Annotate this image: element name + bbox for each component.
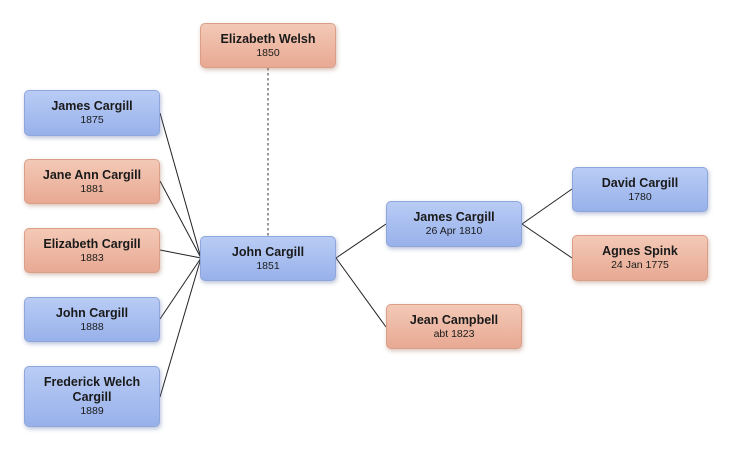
person-card-james-cargill-1810[interactable]: James Cargill 26 Apr 1810 (386, 201, 522, 247)
person-date: 1851 (256, 259, 280, 272)
person-name: James Cargill (51, 99, 133, 113)
child-connector-james (159, 112, 202, 259)
person-date: 1888 (80, 320, 104, 333)
person-card-jane-ann-cargill[interactable]: Jane Ann Cargill 1881 (24, 159, 160, 204)
person-name: Jane Ann Cargill (42, 167, 142, 182)
person-card-john-cargill-1851[interactable]: John Cargill 1851 (200, 236, 336, 281)
person-card-agnes-spink[interactable]: Agnes Spink 24 Jan 1775 (572, 235, 708, 281)
person-date: 1850 (256, 46, 280, 59)
person-name: Elizabeth Welsh (220, 31, 316, 46)
person-card-john-cargill-1888[interactable]: John Cargill 1888 (24, 297, 160, 342)
person-name: David Cargill (601, 175, 679, 190)
person-date: 1889 (80, 405, 104, 417)
person-date: 1881 (80, 182, 104, 195)
person-card-david-cargill[interactable]: David Cargill 1780 (572, 167, 708, 212)
person-date: 1875 (80, 114, 104, 126)
child-connector-john (159, 257, 202, 320)
mother-connector (335, 257, 387, 328)
father-connector (335, 223, 387, 259)
child-connector-elizabeth (159, 249, 202, 259)
child-connector-jane-ann (159, 180, 202, 259)
person-name: Elizabeth Cargill (43, 236, 141, 251)
person-card-jean-campbell[interactable]: Jean Campbell abt 1823 (386, 304, 522, 349)
grandfather-connector (521, 188, 573, 225)
person-name: Agnes Spink (602, 244, 678, 258)
person-name: John Cargill (55, 305, 129, 320)
person-name: James Cargill (413, 210, 495, 224)
person-name: Frederick Welch Cargill (43, 375, 141, 404)
person-card-elizabeth-welsh[interactable]: Elizabeth Welsh 1850 (200, 23, 336, 68)
person-date: 1883 (80, 251, 104, 264)
person-card-james-cargill-1875[interactable]: James Cargill 1875 (24, 90, 160, 136)
person-date: 1780 (628, 190, 652, 203)
person-name: John Cargill (231, 244, 305, 259)
person-date: 24 Jan 1775 (611, 259, 669, 271)
person-card-elizabeth-cargill[interactable]: Elizabeth Cargill 1883 (24, 228, 160, 273)
grandmother-connector (521, 223, 573, 259)
child-connector-frederick (159, 257, 202, 398)
person-date: 26 Apr 1810 (425, 225, 483, 237)
person-card-frederick-welch-cargill[interactable]: Frederick Welch Cargill 1889 (24, 366, 160, 427)
person-name: Jean Campbell (409, 312, 499, 327)
person-date: abt 1823 (433, 327, 475, 340)
